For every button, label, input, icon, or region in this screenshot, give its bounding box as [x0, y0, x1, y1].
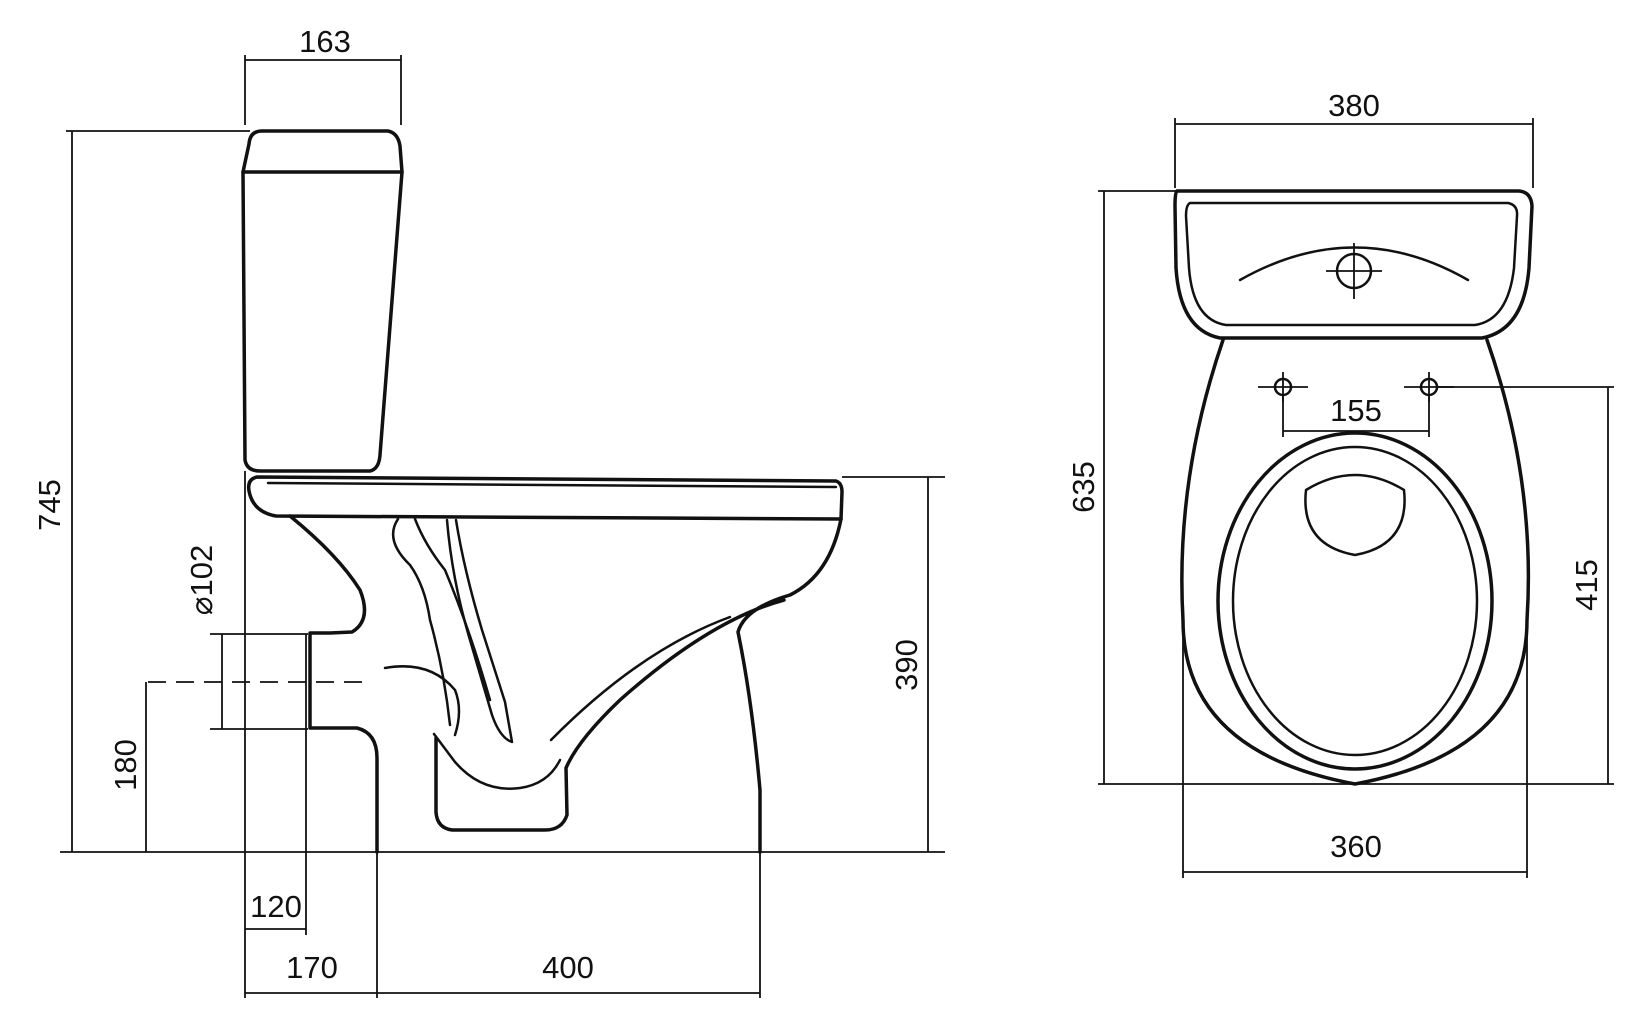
flush-channel [391, 517, 492, 727]
bowl-front-foot [736, 517, 843, 854]
dimension-163: 163 [299, 24, 351, 59]
trapway-channel-line [549, 615, 732, 742]
side-view: 163 745 ⌀102 180 390 120 170 400 [32, 24, 945, 998]
dimension-180: 180 [108, 739, 143, 791]
dimension-400: 400 [542, 950, 594, 985]
dimension-390: 390 [889, 639, 924, 691]
cistern-lid [241, 129, 404, 174]
trapway-inner [432, 732, 562, 790]
dimension-155: 155 [1330, 393, 1382, 428]
seat-rim [246, 475, 844, 521]
top-view: 380 635 155 415 360 [1066, 88, 1614, 878]
outlet-curve [383, 665, 461, 737]
cistern-body [241, 170, 404, 473]
dimension-745: 745 [32, 479, 67, 531]
dimension-360: 360 [1330, 829, 1382, 864]
bowl-back-outlet [288, 514, 379, 854]
seat-outer-ring [1216, 431, 1494, 771]
dimension-120: 120 [250, 889, 302, 924]
top-cistern-inner [1184, 201, 1519, 327]
dimension-635: 635 [1066, 461, 1101, 513]
dimension-diameter-102: ⌀102 [184, 545, 219, 615]
dimension-415: 415 [1569, 559, 1604, 611]
seat-rim-inner-edge [266, 481, 838, 489]
bowl-inner-wall [445, 518, 514, 744]
dimension-170: 170 [286, 950, 338, 985]
trapway-outer [434, 598, 786, 832]
dimension-380: 380 [1328, 88, 1380, 123]
seat-inner-ring [1231, 445, 1479, 757]
top-cistern-outer [1173, 189, 1534, 340]
bowl-outlet-opening [1304, 473, 1406, 557]
